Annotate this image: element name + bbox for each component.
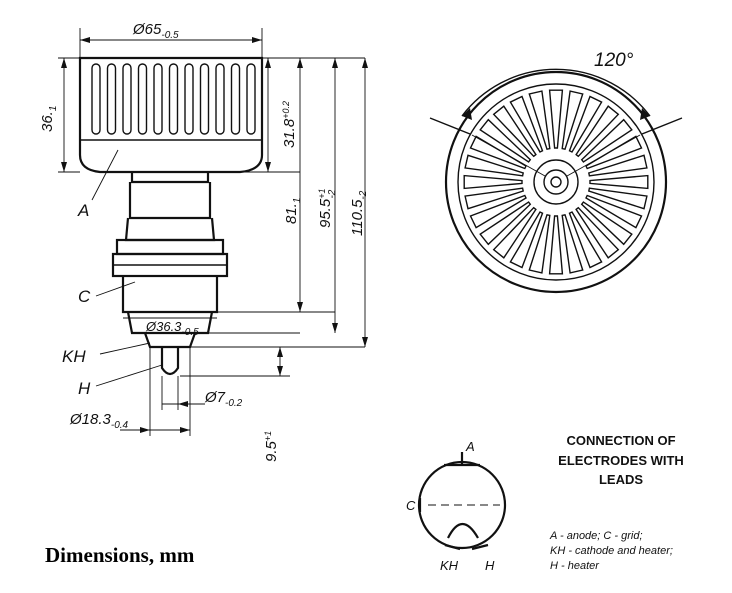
top-view-fin xyxy=(568,211,603,269)
radiator-fins xyxy=(91,63,256,135)
top-view: 120° xyxy=(429,50,683,294)
cathode-section xyxy=(121,276,219,335)
top-view-fin xyxy=(492,105,537,158)
radiator-fin xyxy=(215,63,225,135)
tube-schematic: A C KH H xyxy=(406,439,507,573)
connection-title-line3: LEADS xyxy=(599,472,643,487)
top-view-center xyxy=(550,176,562,188)
top-view-fin xyxy=(548,89,564,149)
top-view-hub xyxy=(533,159,579,205)
label-a: A xyxy=(77,201,89,220)
top-view-fin xyxy=(464,154,525,177)
leader-c xyxy=(95,281,136,297)
top-view-fin xyxy=(589,174,649,190)
leader-a xyxy=(91,149,119,201)
radiator-fin xyxy=(168,63,179,135)
top-view-fin xyxy=(580,201,633,246)
top-view-fin xyxy=(479,201,532,246)
angle-arc xyxy=(461,68,651,117)
top-view-pin xyxy=(543,169,569,195)
cathode-heater-base xyxy=(143,332,197,349)
connection-title-line2: ELECTRODES WITH xyxy=(558,453,684,468)
dim-81-label: 81.1 xyxy=(283,198,303,224)
top-view-fin xyxy=(575,105,620,158)
radiator-fin xyxy=(153,63,163,135)
leader-kh xyxy=(99,342,151,355)
label-h: H xyxy=(78,379,91,398)
top-view-fin xyxy=(561,213,584,274)
dim-9-5-label: 9.5+1 xyxy=(263,431,280,462)
top-view-fins xyxy=(463,89,649,275)
tube-neck xyxy=(124,172,216,242)
schematic-label-h: H xyxy=(485,558,495,573)
radiator-fin xyxy=(230,63,241,135)
leader-h xyxy=(95,364,163,387)
top-view-fin xyxy=(509,95,544,153)
top-view-fin xyxy=(548,215,564,275)
dim-95-5-label: 95.5+1-2 xyxy=(317,189,338,228)
top-view-fin xyxy=(561,90,584,151)
angle-label: 120° xyxy=(594,50,634,71)
top-view-fin xyxy=(463,174,523,190)
top-view-fin xyxy=(528,90,551,151)
heater-pin xyxy=(160,347,180,376)
legend-line2: KH - cathode and heater; xyxy=(550,545,673,557)
side-view: Ø65-0.5 36.1 31.8+0.2 81.1 95.5+1-2 xyxy=(39,21,369,462)
dim-18-3-label: Ø18.3-0.4 xyxy=(69,411,129,431)
top-view-fin xyxy=(587,154,648,177)
radiator-fin xyxy=(91,63,101,135)
top-view-fin xyxy=(469,194,527,229)
dim-36-3-label: Ø36.3-0.5 xyxy=(145,319,199,338)
radiator-fin xyxy=(122,63,132,135)
top-view-fin xyxy=(479,118,532,163)
radiator-fin xyxy=(184,63,194,135)
dim-36-label: 36.1 xyxy=(39,106,59,132)
top-view-inner-ring xyxy=(457,83,655,281)
top-view-fin xyxy=(509,211,544,269)
top-view-outer-ring xyxy=(444,70,668,294)
schematic-label-a: A xyxy=(465,439,475,454)
radiator-fin xyxy=(137,63,148,135)
top-view-fin xyxy=(585,194,643,229)
legend-line1: A - anode; C - grid; xyxy=(549,530,643,542)
grid-ring xyxy=(115,238,225,256)
top-view-fin xyxy=(580,118,633,163)
top-view-fin xyxy=(528,213,551,274)
dim-7-label: Ø7-0.2 xyxy=(204,389,243,409)
radiator-fin xyxy=(246,63,256,135)
schematic-cathode xyxy=(447,522,479,539)
caption: Dimensions, mm xyxy=(45,543,195,567)
dim-110-5-label: 110.5-2 xyxy=(349,190,369,236)
connection-title-line1: CONNECTION OF xyxy=(566,433,675,448)
legend-line3: H - heater xyxy=(550,560,600,572)
schematic-label-kh: KH xyxy=(440,558,459,573)
label-c: C xyxy=(78,287,91,306)
label-kh: KH xyxy=(62,347,86,366)
top-view-fin xyxy=(575,206,620,259)
dim-65-label: Ø65-0.5 xyxy=(132,21,179,41)
top-view-fin xyxy=(464,187,525,210)
schematic-label-c: C xyxy=(406,498,416,513)
top-view-fin xyxy=(469,135,527,170)
radiator-fin xyxy=(199,63,210,135)
radiator-fin xyxy=(106,63,117,135)
top-view-fin xyxy=(568,95,603,153)
top-view-fin xyxy=(587,187,648,210)
dim-31-8-label: 31.8+0.2 xyxy=(281,101,298,148)
top-view-fin xyxy=(492,206,537,259)
